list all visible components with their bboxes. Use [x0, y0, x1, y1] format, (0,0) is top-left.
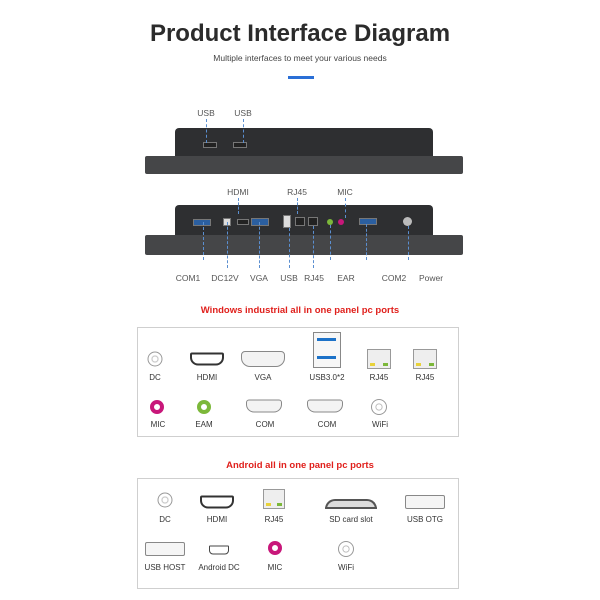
- callout-line: [238, 198, 239, 214]
- caption-eam: EAM: [195, 420, 213, 429]
- label-rj45: RJ45: [287, 187, 307, 197]
- monitor-top-view: [145, 128, 463, 178]
- rj45-port: [295, 217, 305, 226]
- mic-icon: [150, 400, 164, 414]
- com-icon: [307, 399, 343, 413]
- windows-ports-heading: Windows industrial all in one panel pc p…: [200, 305, 400, 316]
- rj45-port: [308, 217, 318, 226]
- mic-port: [338, 219, 344, 225]
- caption-mic: MIC: [150, 420, 166, 429]
- caption-com: COM: [255, 420, 275, 429]
- callout-line: [243, 119, 244, 143]
- caption-android-dc: Android DC: [198, 563, 240, 572]
- callout-line: [297, 198, 298, 214]
- caption-sd-card-slot: SD card slot: [329, 515, 373, 524]
- wifi-antenna-icon: [371, 399, 387, 415]
- callout-line: [366, 224, 367, 260]
- usb-port: [233, 142, 247, 148]
- com-icon: [246, 399, 282, 413]
- vga-port: [251, 218, 269, 226]
- wifi-antenna-icon: [338, 541, 354, 557]
- label-hdmi: HDMI: [227, 187, 249, 197]
- label-mic: MIC: [337, 187, 353, 197]
- vga-icon: [241, 351, 285, 367]
- com2-port: [359, 218, 377, 225]
- android-dc-icon: [209, 545, 229, 555]
- caption-mic: MIC: [267, 563, 283, 572]
- ear-port: [327, 219, 333, 225]
- callout-line: [259, 222, 260, 268]
- callout-line: [289, 228, 290, 268]
- label-usb: USB: [234, 108, 252, 118]
- usb-port: [203, 142, 217, 148]
- com1-port: [193, 219, 211, 226]
- dc-icon: [157, 492, 173, 508]
- caption-usb3: USB3.0*2: [309, 373, 345, 382]
- callout-line: [408, 226, 409, 260]
- callout-line: [203, 222, 204, 260]
- ear-icon: [197, 400, 211, 414]
- caption-wifi: WiFi: [372, 420, 388, 429]
- callout-line: [345, 198, 346, 218]
- label-com1: COM1: [175, 273, 201, 283]
- caption-vga: VGA: [254, 373, 272, 382]
- android-ports-heading: Android all in one panel pc ports: [226, 460, 374, 471]
- caption-wifi: WiFi: [338, 563, 354, 572]
- label-dc12v: DC12V: [211, 273, 239, 283]
- hdmi-icon: [190, 352, 224, 366]
- caption-rj45: RJ45: [415, 373, 435, 382]
- callout-line: [330, 225, 331, 260]
- callout-line: [313, 226, 314, 268]
- caption-com: COM: [317, 420, 337, 429]
- label-usb: USB: [197, 108, 215, 118]
- label-usb: USB: [280, 273, 298, 283]
- caption-hdmi: HDMI: [196, 373, 218, 382]
- usb-otg-icon: [405, 495, 445, 509]
- rj45-icon: [413, 349, 437, 369]
- label-ear: EAR: [337, 273, 355, 283]
- dc-icon: [147, 351, 163, 367]
- callout-line: [206, 119, 207, 143]
- page-subtitle: Multiple interfaces to meet your various…: [213, 53, 387, 63]
- caption-dc: DC: [149, 373, 161, 382]
- caption-usb-otg: USB OTG: [406, 515, 444, 524]
- mic-icon: [268, 541, 282, 555]
- label-power: Power: [418, 273, 444, 283]
- usb3-icon: [313, 332, 341, 368]
- monitor-bottom-view: [145, 205, 463, 257]
- power-button: [403, 217, 412, 226]
- label-rj45: RJ45: [304, 273, 324, 283]
- caption-dc: DC: [159, 515, 171, 524]
- caption-hdmi: HDMI: [206, 515, 228, 524]
- callout-line: [227, 222, 228, 268]
- windows-ports-panel: [137, 327, 459, 437]
- rj45-icon: [263, 489, 285, 509]
- usb-host-icon: [145, 542, 185, 556]
- hdmi-icon: [200, 495, 234, 509]
- label-com2: COM2: [381, 273, 407, 283]
- hdmi-port: [237, 219, 249, 225]
- caption-rj45: RJ45: [369, 373, 389, 382]
- rj45-icon: [367, 349, 391, 369]
- label-vga: VGA: [250, 273, 268, 283]
- page-title: Product Interface Diagram: [149, 20, 451, 47]
- caption-usb-host: USB HOST: [144, 563, 186, 572]
- sd-card-slot-icon: [325, 499, 377, 509]
- caption-rj45: RJ45: [264, 515, 284, 524]
- usb-port: [283, 215, 291, 228]
- accent-divider: [288, 76, 314, 79]
